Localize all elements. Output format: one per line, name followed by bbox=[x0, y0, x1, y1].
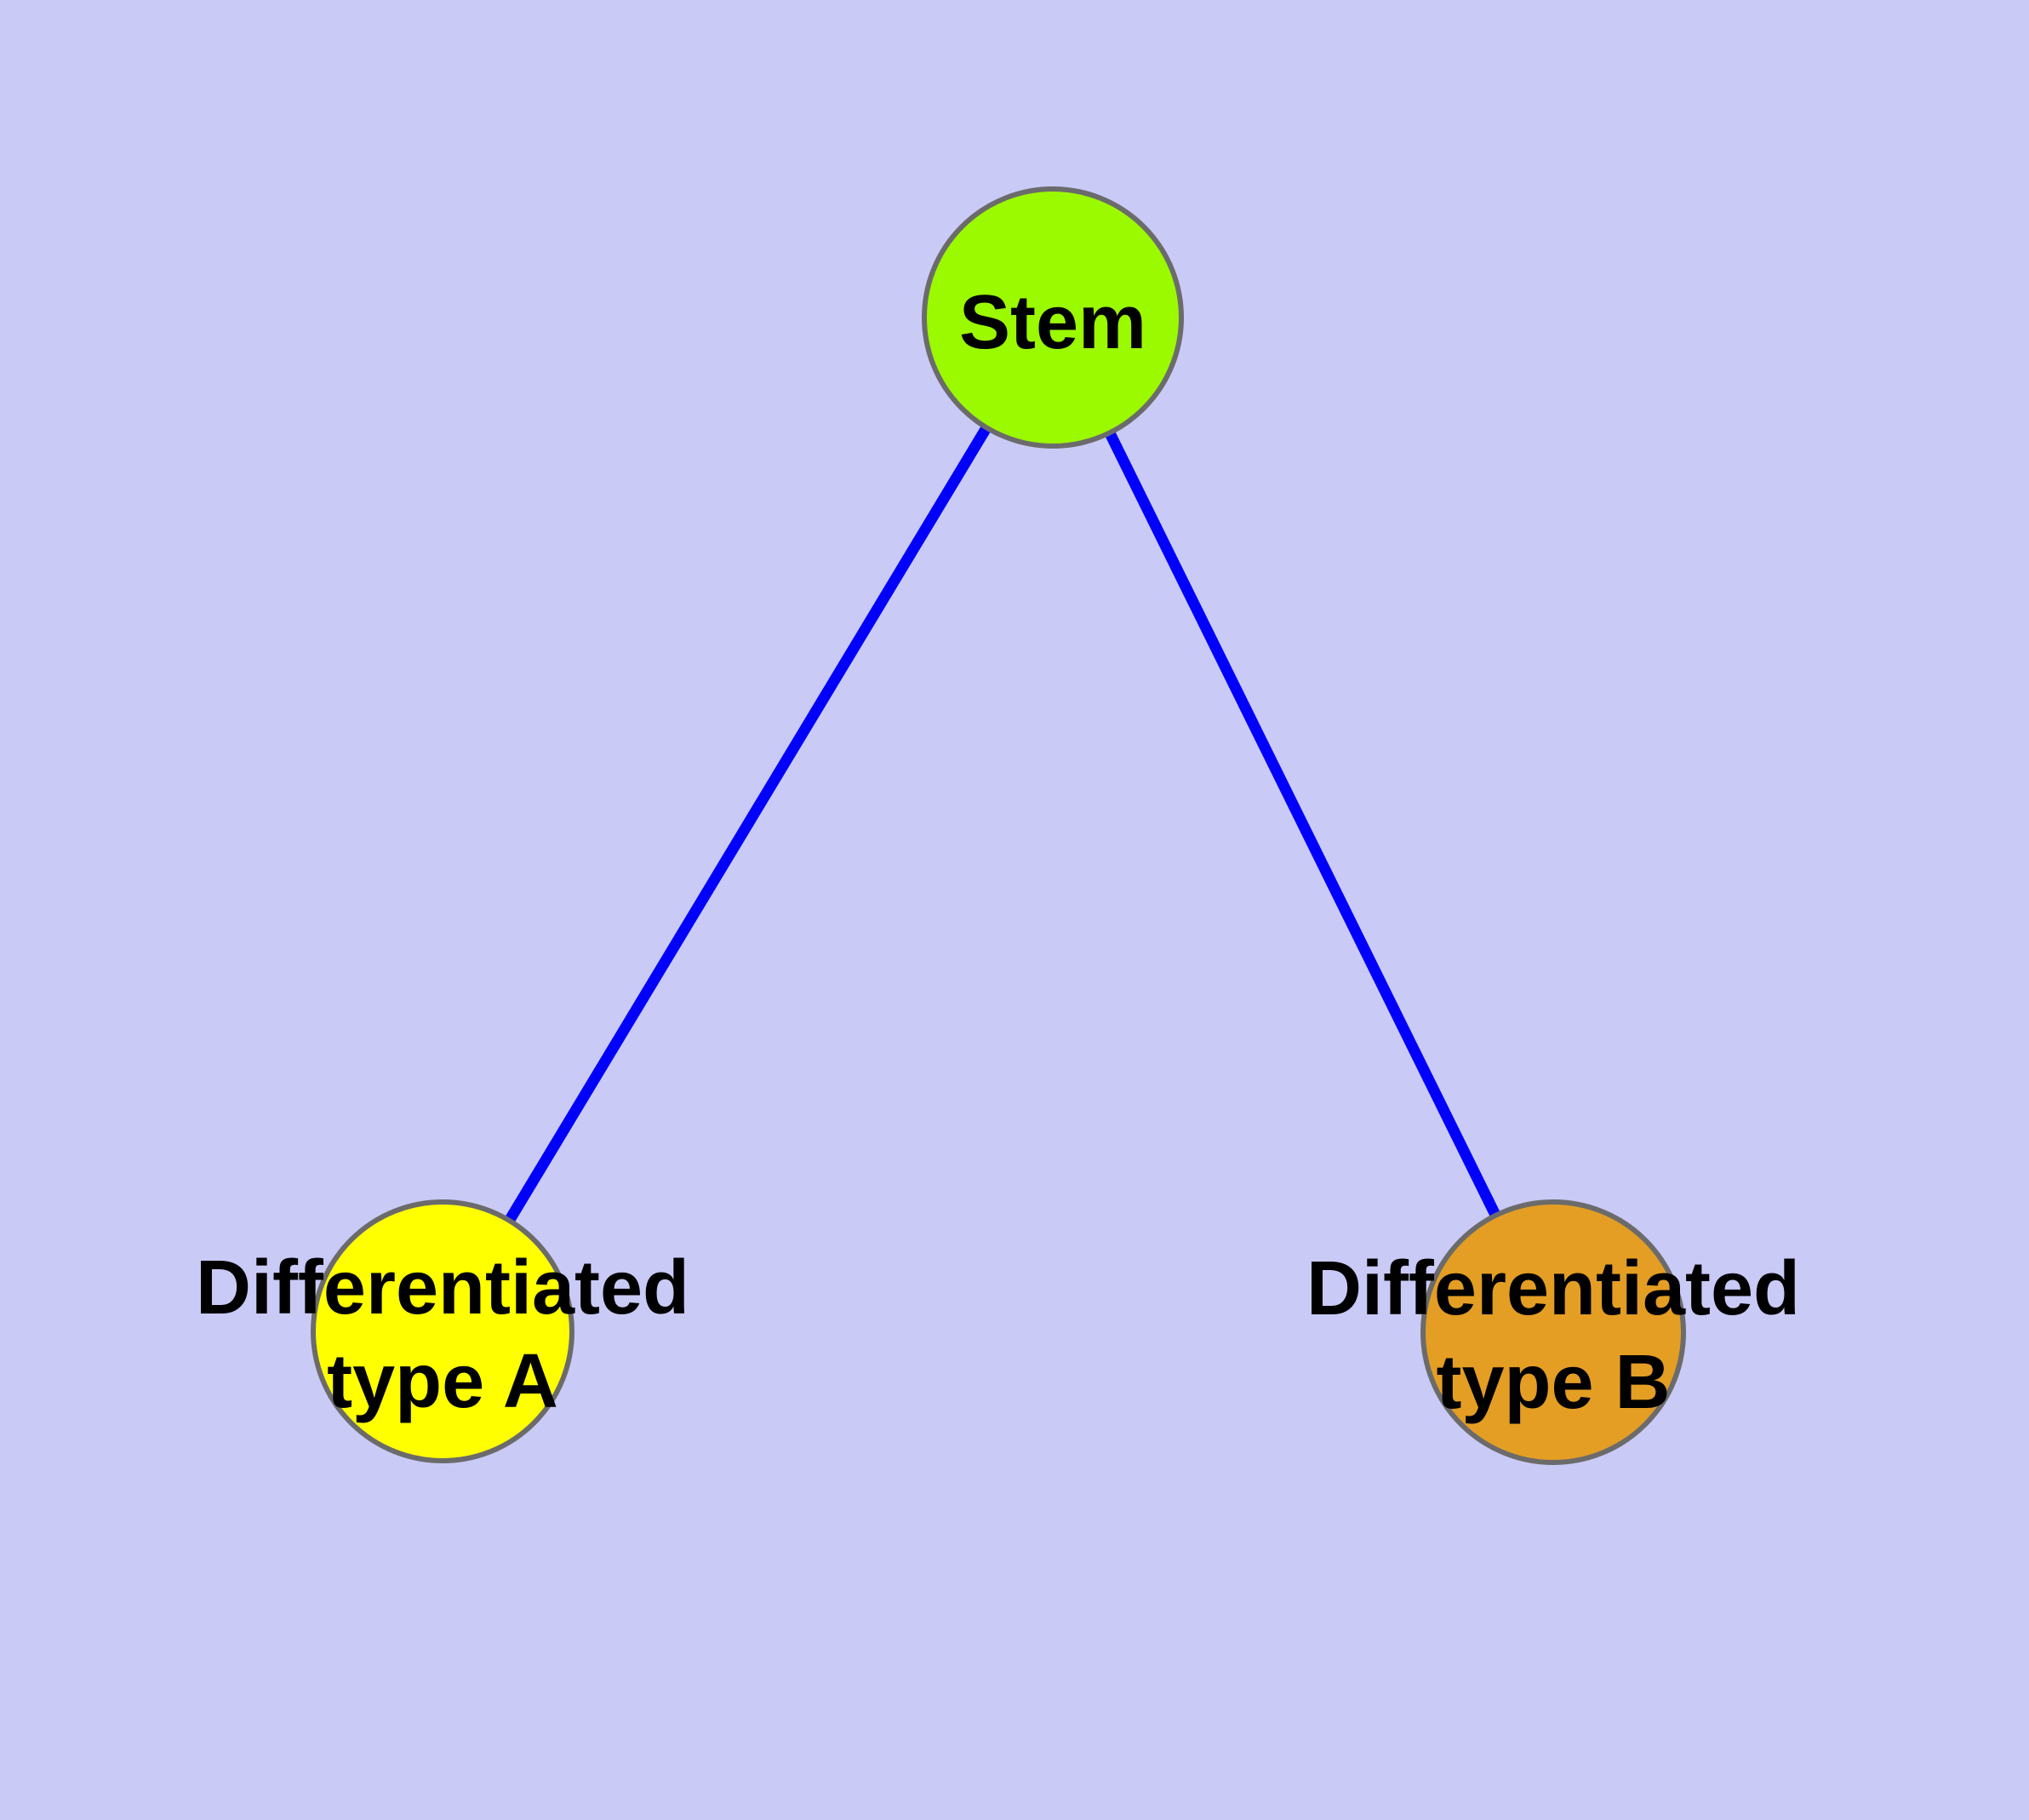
node-type-a-label-line-2: type A bbox=[327, 1339, 558, 1424]
edge-stem-to-type-b bbox=[1048, 315, 1558, 1335]
node-type-b-label-line-1: Differentiated bbox=[1306, 1246, 1800, 1331]
edge-stem-to-type-a bbox=[437, 314, 1058, 1335]
node-stem bbox=[922, 186, 1184, 449]
node-type-a-label-line-1: Differentiated bbox=[196, 1245, 689, 1331]
node-stem-label: Stem bbox=[959, 280, 1146, 365]
node-differentiated-type-b bbox=[1420, 1199, 1686, 1465]
node-type-b-label-line-2: type B bbox=[1436, 1340, 1670, 1425]
node-differentiated-type-a bbox=[311, 1199, 574, 1463]
